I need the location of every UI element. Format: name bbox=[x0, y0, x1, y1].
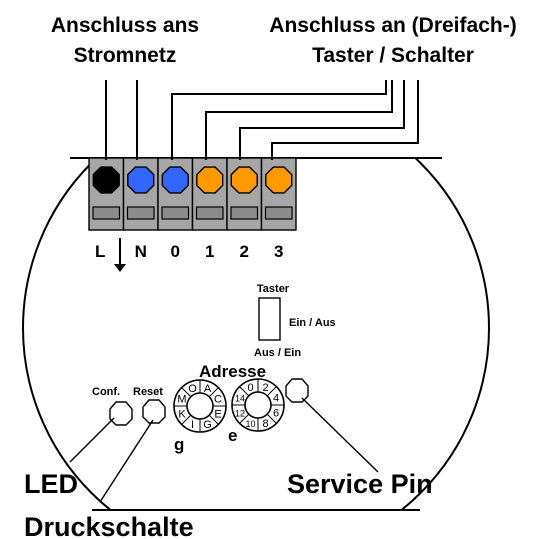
terminal-screw-2[interactable] bbox=[161, 166, 189, 194]
dial-numbers-divider bbox=[266, 413, 277, 424]
conf-button[interactable] bbox=[109, 401, 133, 426]
dial-numbers-mark: 10 bbox=[245, 419, 255, 429]
terminal-slot-5 bbox=[264, 206, 293, 220]
switch-title-line2: Taster / Schalter bbox=[312, 44, 474, 67]
terminal-screw-1[interactable] bbox=[127, 166, 155, 194]
taster-label: Taster bbox=[257, 283, 290, 295]
dial-numbers-mark: 2 bbox=[262, 382, 268, 394]
device-housing bbox=[22, 158, 490, 510]
dial-letters-knob[interactable] bbox=[186, 392, 214, 420]
terminal-block: L N 0 1 2 3 bbox=[88, 157, 297, 261]
reset-button[interactable] bbox=[142, 399, 166, 424]
dial-numbers-mark: 12 bbox=[235, 409, 245, 419]
ein-aus-label: Ein / Aus bbox=[289, 317, 336, 329]
power-title-line2: Stromnetz bbox=[74, 44, 177, 67]
reset-label: Reset bbox=[133, 386, 163, 398]
wire-2 bbox=[239, 80, 405, 160]
dial-letters-mark: K bbox=[178, 409, 186, 421]
terminal-screw-3[interactable] bbox=[196, 166, 224, 194]
dial-letters-mark: O bbox=[188, 383, 197, 395]
dial-numbers-divider bbox=[239, 386, 250, 397]
arrow-down-icon bbox=[114, 238, 126, 272]
dial-numbers-divider bbox=[266, 386, 277, 397]
led-label: LED bbox=[24, 469, 78, 499]
terminal-slot-1 bbox=[126, 206, 155, 220]
conf-label: Conf. bbox=[92, 386, 120, 398]
druckschalter-label: Druckschalte bbox=[24, 512, 194, 539]
dial-letters-mark: I bbox=[191, 419, 194, 431]
terminal-label-5: 3 bbox=[274, 242, 283, 261]
wire-3 bbox=[271, 80, 419, 160]
leader-led bbox=[69, 417, 115, 463]
dial-numbers-knob[interactable] bbox=[244, 391, 272, 419]
terminal-label-3: 1 bbox=[205, 242, 214, 261]
dial-letters-divider bbox=[208, 387, 219, 398]
service-pin-label: Service Pin bbox=[287, 469, 433, 499]
service-pin-button[interactable] bbox=[285, 378, 309, 403]
dial-letters-divider bbox=[181, 387, 192, 398]
terminal-slot-4 bbox=[230, 206, 259, 220]
terminal-screw-0[interactable] bbox=[92, 166, 120, 194]
dial-numbers-mark: 8 bbox=[262, 418, 268, 430]
dial1-suffix: g bbox=[174, 435, 184, 454]
dial-letters-mark: A bbox=[204, 383, 212, 395]
terminal-slot-0 bbox=[92, 206, 121, 220]
terminal-label-0: L bbox=[95, 242, 105, 261]
terminal-label-1: N bbox=[135, 242, 147, 261]
terminal-slot-3 bbox=[195, 206, 224, 220]
taster-switch[interactable] bbox=[258, 297, 281, 341]
terminal-label-4: 2 bbox=[240, 242, 249, 261]
dial-letters-mark: G bbox=[203, 419, 212, 431]
adresse-label: Adresse bbox=[199, 362, 266, 381]
leader-druckschalter bbox=[99, 419, 154, 503]
wire-0 bbox=[171, 80, 387, 160]
aus-ein-label: Aus / Ein bbox=[254, 347, 301, 359]
dial-numbers-mark: 4 bbox=[273, 393, 279, 405]
switch-title-line1: Anschluss an (Dreifach-) bbox=[269, 14, 516, 37]
wire-1 bbox=[205, 80, 393, 160]
dial-letters-mark: C bbox=[214, 394, 222, 406]
leader-service-pin bbox=[301, 397, 379, 473]
terminal-screw-5[interactable] bbox=[265, 166, 293, 194]
terminal-slot-2 bbox=[161, 206, 190, 220]
dial-numbers-mark: 6 bbox=[273, 408, 279, 420]
dial-letters-divider bbox=[208, 414, 219, 425]
dial-numbers-mark: 14 bbox=[235, 394, 245, 404]
dial2-suffix: e bbox=[228, 426, 237, 445]
dial-letters-mark: M bbox=[177, 394, 186, 406]
power-title-line1: Anschluss ans bbox=[51, 14, 199, 37]
dial-letters-mark: E bbox=[214, 409, 221, 421]
dial-numbers-divider bbox=[239, 413, 250, 424]
wires bbox=[105, 80, 419, 160]
dial-numbers-mark: 0 bbox=[247, 382, 253, 394]
dial-letters-divider bbox=[181, 414, 192, 425]
terminal-screw-4[interactable] bbox=[230, 166, 258, 194]
terminal-label-2: 0 bbox=[171, 242, 180, 261]
